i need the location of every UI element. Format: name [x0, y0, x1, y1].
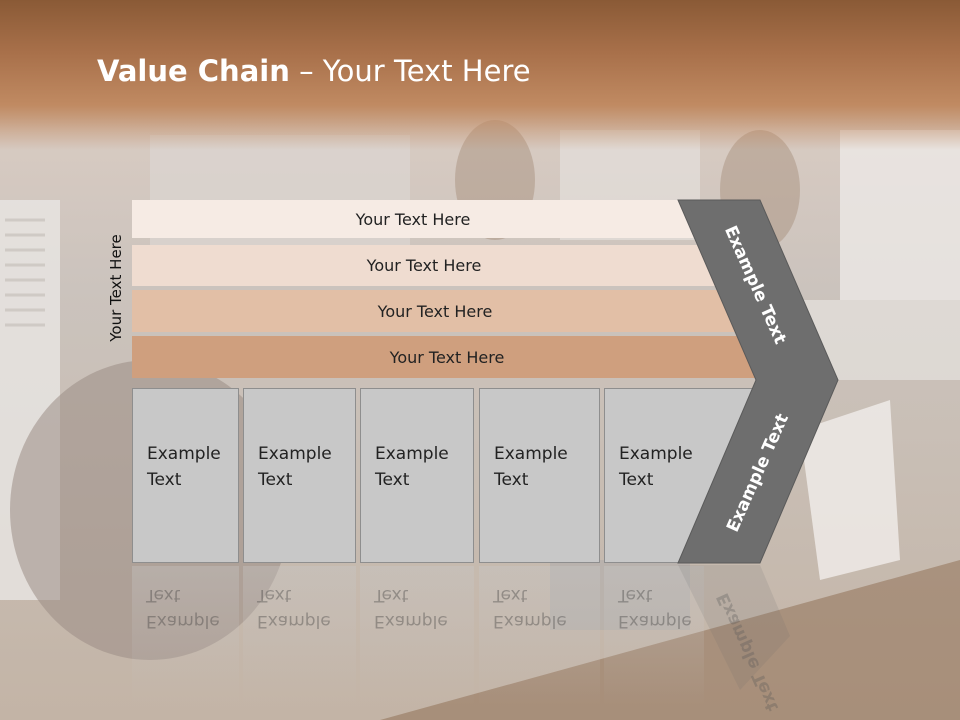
- reflection-bg-4: [479, 566, 600, 706]
- value-row-4: Your Text Here: [132, 336, 762, 378]
- activity-box-4-line2: Text: [494, 470, 529, 490]
- value-row-2-label: Your Text Here: [366, 256, 482, 275]
- header-band: [0, 0, 960, 150]
- value-row-4-label: Your Text Here: [389, 347, 505, 367]
- value-row-2: Your Text Here: [132, 245, 716, 286]
- activity-box-2-line1: Example: [258, 444, 332, 464]
- slide-title: Value Chain – Your Text Here: [97, 54, 531, 88]
- value-row-1: Your Text Here: [132, 200, 694, 238]
- title-bold: Value Chain: [97, 54, 290, 88]
- activity-box-4-line1: Example: [494, 444, 568, 464]
- activity-box-5-line1: Example: [619, 444, 693, 464]
- activity-box-5-line2: Text: [619, 470, 654, 490]
- reflection-bg-1: [132, 566, 239, 706]
- title-rest: – Your Text Here: [289, 54, 531, 88]
- reflection-bg-2: [243, 566, 356, 706]
- activity-box-2-line2: Text: [258, 470, 293, 490]
- activity-box-3-line1: Example: [375, 444, 449, 464]
- activity-box-1-line1: Example: [147, 444, 221, 464]
- reflection-bg-3: [360, 566, 474, 706]
- value-row-1-label: Your Text Here: [355, 209, 471, 229]
- activity-box-1-line2: Text: [147, 470, 182, 490]
- value-row-3-label: Your Text Here: [377, 301, 493, 321]
- reflection-bg-5: [604, 566, 704, 706]
- activity-box-3-line2: Text: [375, 470, 410, 490]
- value-row-3: Your Text Here: [132, 290, 738, 332]
